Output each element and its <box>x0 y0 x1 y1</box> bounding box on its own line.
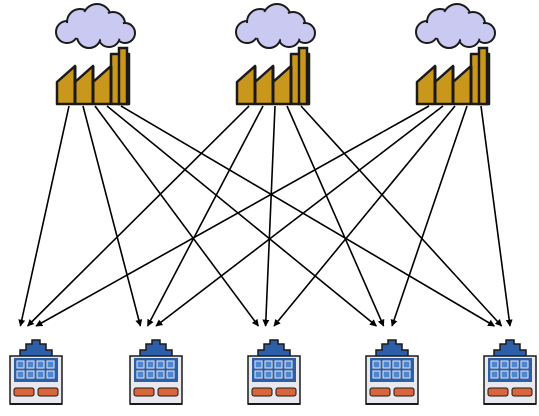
arrow-factory-3-to-store-1 <box>35 105 430 327</box>
connection-arrows <box>18 105 513 327</box>
arrow-factory-2-to-store-1 <box>27 105 250 327</box>
smoke-cloud-icon <box>55 3 136 49</box>
store-building-icon <box>247 339 301 405</box>
factory-with-smoke-icon <box>415 3 496 106</box>
smoke-cloud-icon <box>415 3 496 49</box>
arrow-factory-3-to-store-5 <box>480 105 513 327</box>
arrow-factory-1-to-store-2 <box>82 105 143 327</box>
arrow-factory-2-to-store-4 <box>286 105 385 327</box>
arrow-factory-2-to-store-5 <box>300 105 503 327</box>
arrow-factory-2-to-store-2 <box>146 105 264 327</box>
store-building-icon <box>129 339 183 405</box>
factory-building-icon <box>55 46 131 106</box>
smoke-cloud-icon <box>235 3 316 49</box>
arrow-factory-1-to-store-5 <box>120 105 496 327</box>
arrow-factory-3-to-store-2 <box>155 105 444 327</box>
factory-building-icon <box>415 46 491 106</box>
arrow-factory-3-to-store-3 <box>273 105 456 327</box>
arrow-factory-1-to-store-3 <box>94 105 260 327</box>
arrow-factory-1-to-store-1 <box>18 105 70 327</box>
factories-row <box>55 3 496 106</box>
store-building-icon <box>483 339 537 405</box>
store-building-icon <box>9 339 63 405</box>
arrow-factory-3-to-store-4 <box>390 105 468 327</box>
store-building-icon <box>365 339 419 405</box>
factory-building-icon <box>235 46 311 106</box>
arrow-factory-2-to-store-3 <box>262 105 276 327</box>
factory-with-smoke-icon <box>55 3 136 106</box>
factory-with-smoke-icon <box>235 3 316 106</box>
stores-row <box>9 339 537 405</box>
arrow-factory-1-to-store-4 <box>106 105 377 327</box>
